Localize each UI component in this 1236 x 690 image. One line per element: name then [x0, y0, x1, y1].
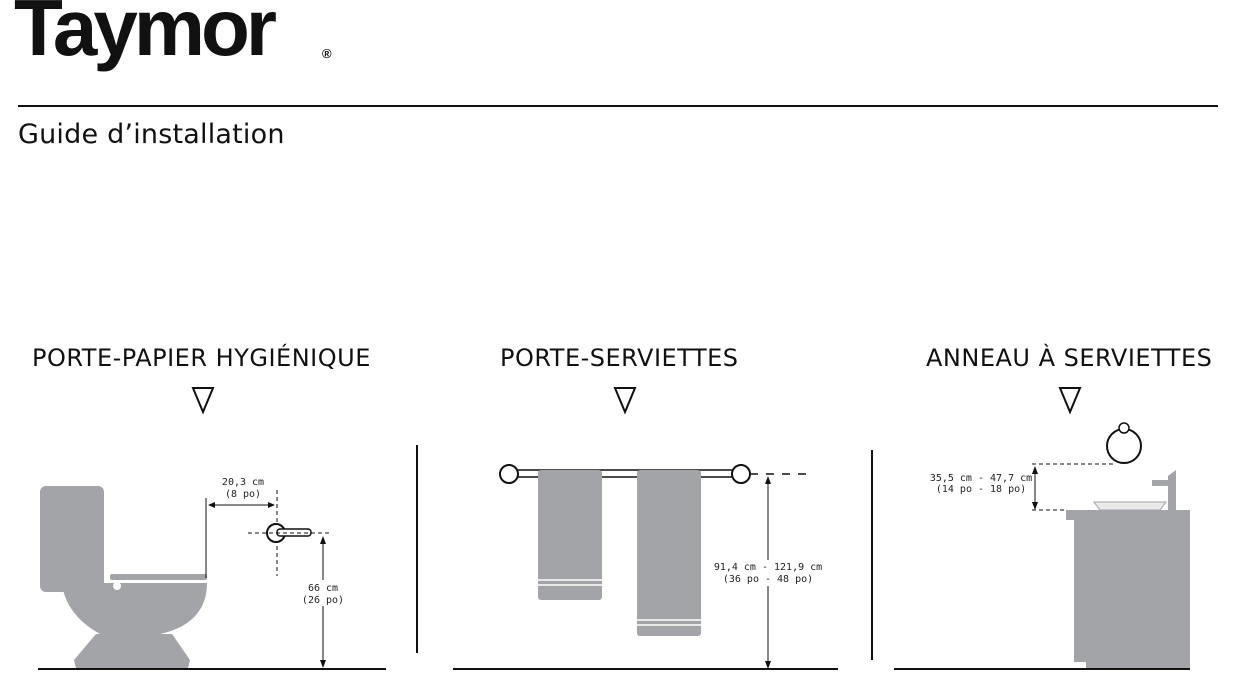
triangle-marker-icon: [613, 387, 637, 415]
dim-label-towel-ring-imperial: (14 po - 18 po): [936, 484, 1026, 495]
section-title-towel-ring: ANNEAU À SERVIETTES: [926, 344, 1213, 372]
dim-label-towel-bar-metric: 91,4 cm - 121,9 cm: [714, 562, 822, 573]
toilet-hinge-detail: [113, 582, 121, 590]
towel-bar-icon: [499, 464, 751, 484]
dim-label-toilet-vertical-imperial: (26 po): [302, 595, 344, 606]
dim-label-toilet-horizontal-imperial: (8 po): [225, 489, 261, 500]
dim-label-toilet-vertical-metric: 66 cm: [308, 583, 338, 594]
registered-mark: ®: [322, 46, 332, 61]
towel-illustration: [538, 470, 701, 636]
page-subtitle: Guide d’installation: [18, 119, 285, 150]
dim-label-toilet-horizontal-metric: 20,3 cm: [222, 477, 264, 488]
towel-ring-icon: [1106, 422, 1142, 464]
brand-logo: Taymor: [14, 0, 277, 72]
dim-label-towel-bar-imperial: (36 po - 48 po): [723, 574, 813, 585]
triangle-marker-icon: [1058, 387, 1082, 415]
dim-label-towel-ring-metric: 35,5 cm - 47,7 cm: [930, 473, 1032, 484]
header-rule: [18, 105, 1218, 107]
triangle-marker-icon: [191, 387, 215, 415]
section-title-towel-bar: PORTE-SERVIETTES: [500, 344, 739, 372]
section-title-toilet-paper-holder: PORTE-PAPIER HYGIÉNIQUE: [32, 344, 371, 372]
toilet-illustration: [40, 486, 207, 668]
vanity-illustration: [1066, 470, 1190, 668]
sink-basin: [1093, 501, 1167, 511]
